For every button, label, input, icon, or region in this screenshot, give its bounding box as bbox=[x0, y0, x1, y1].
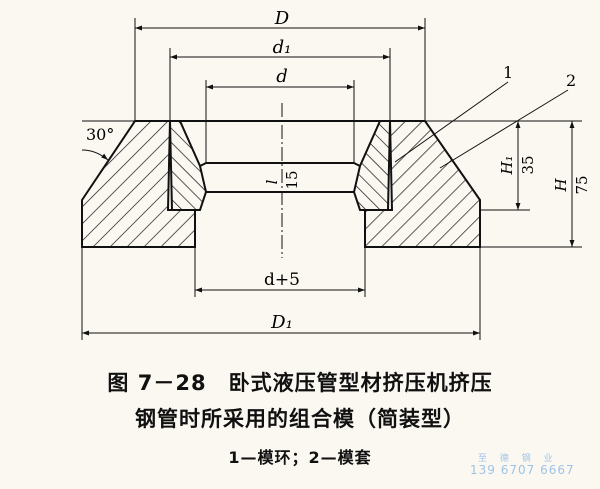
label-D1: D₁ bbox=[270, 312, 293, 333]
label-H: H bbox=[552, 178, 570, 193]
die-sleeve-left bbox=[81, 120, 196, 248]
label-part1: 1 bbox=[503, 63, 513, 82]
figure-title-line1: 图 7－28 卧式液压管型材挤压机挤压 bbox=[107, 371, 493, 395]
label-H1-value: 35 bbox=[519, 155, 537, 174]
watermark-company: 至 德 钢 业 bbox=[478, 454, 558, 464]
label-l: l bbox=[263, 179, 281, 184]
label-part2: 2 bbox=[566, 71, 576, 90]
figure-title-line2: 钢管时所采用的组合模（简装型） bbox=[135, 407, 465, 431]
label-D: D bbox=[274, 8, 290, 29]
label-H1: H₁ bbox=[498, 155, 516, 175]
label-d-plus-5: d+5 bbox=[264, 270, 300, 290]
label-H-value: 75 bbox=[573, 175, 591, 194]
label-l-value: 15 bbox=[283, 170, 301, 189]
figure-legend: 1—模环；2—模套 bbox=[228, 448, 372, 467]
leader-part2 bbox=[439, 89, 569, 169]
label-d1: d₁ bbox=[273, 37, 292, 58]
leader-part1 bbox=[394, 81, 509, 163]
die-sleeve-right bbox=[364, 120, 481, 248]
angle-arc bbox=[81, 149, 109, 161]
watermark-phone: 139 6707 6667 bbox=[470, 463, 575, 477]
label-d: d bbox=[276, 66, 288, 87]
label-angle: 30° bbox=[86, 125, 114, 144]
